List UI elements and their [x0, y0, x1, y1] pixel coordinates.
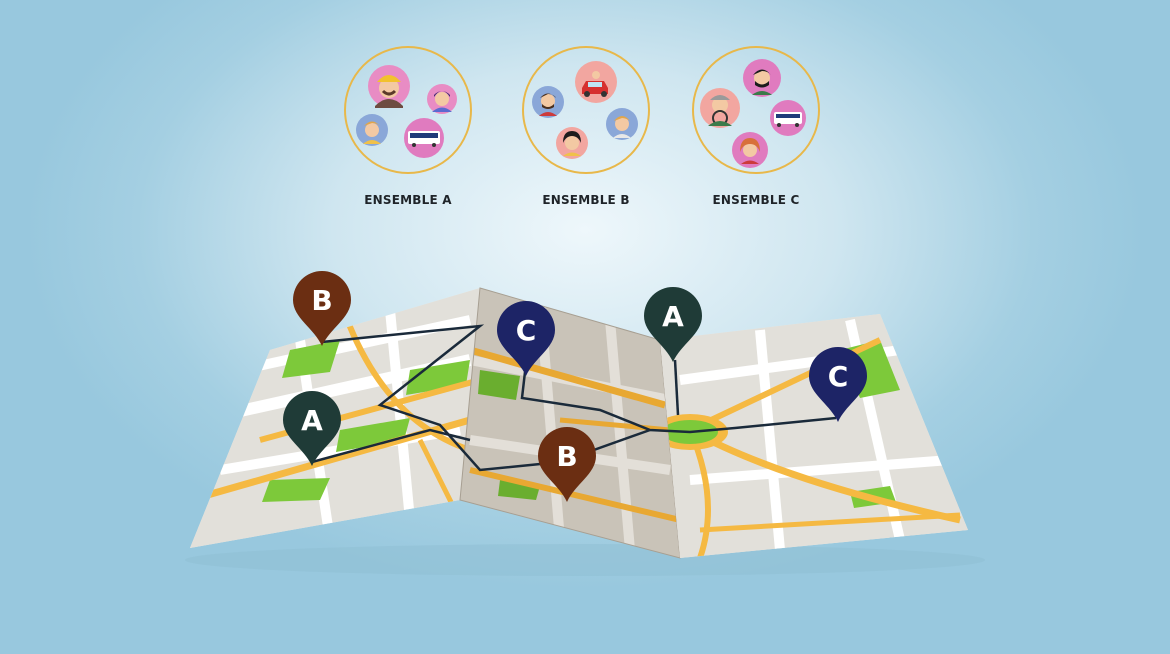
map-pin-a[interactable]: A [283, 391, 341, 466]
car-icon [575, 61, 617, 103]
boy-avatar [356, 114, 388, 146]
pin-marker-icon [644, 287, 702, 362]
ensemble-b-circle [520, 44, 652, 176]
map-pin-c[interactable]: C [497, 301, 555, 376]
worker-avatar [368, 65, 410, 108]
pin-letter: C [516, 314, 537, 347]
pin-letter: A [301, 404, 323, 437]
pin-letter: B [556, 440, 577, 473]
bus-icon [770, 100, 806, 136]
ensemble-a-circle [342, 44, 474, 176]
bus-icon [404, 118, 444, 158]
route-a-left [311, 428, 471, 464]
route-c [520, 371, 837, 434]
map-pin-c[interactable]: C [809, 347, 867, 422]
route-a-right [673, 359, 680, 416]
woman-avatar [427, 84, 457, 114]
pin-marker-icon [809, 347, 867, 422]
map-pin-b[interactable]: B [293, 271, 351, 346]
ensemble-b-label: ENSEMBLE B [542, 193, 630, 207]
pin-marker-icon [538, 427, 596, 502]
pin-letter: C [828, 360, 849, 393]
pin-marker-icon [283, 391, 341, 466]
pin-marker-icon [497, 301, 555, 376]
map-pins: B C A C A B [283, 271, 867, 502]
bearded-man-avatar [743, 59, 781, 97]
pin-letter: B [311, 284, 332, 317]
map-pin-a[interactable]: A [644, 287, 702, 362]
blonde-man-avatar [606, 108, 638, 140]
map-pin-b[interactable]: B [538, 427, 596, 502]
redhead-woman-avatar [732, 132, 768, 168]
dark-hair-woman-avatar [556, 127, 588, 159]
ensemble-a-label: ENSEMBLE A [364, 193, 452, 207]
ensemble-c-circle [690, 44, 822, 176]
map-panel-right [660, 314, 968, 558]
bearded-man-avatar [532, 86, 564, 118]
pin-marker-icon [293, 271, 351, 346]
ensemble-c-label: ENSEMBLE C [712, 193, 800, 207]
pin-letter: A [662, 300, 684, 333]
driver-avatar [700, 88, 740, 128]
